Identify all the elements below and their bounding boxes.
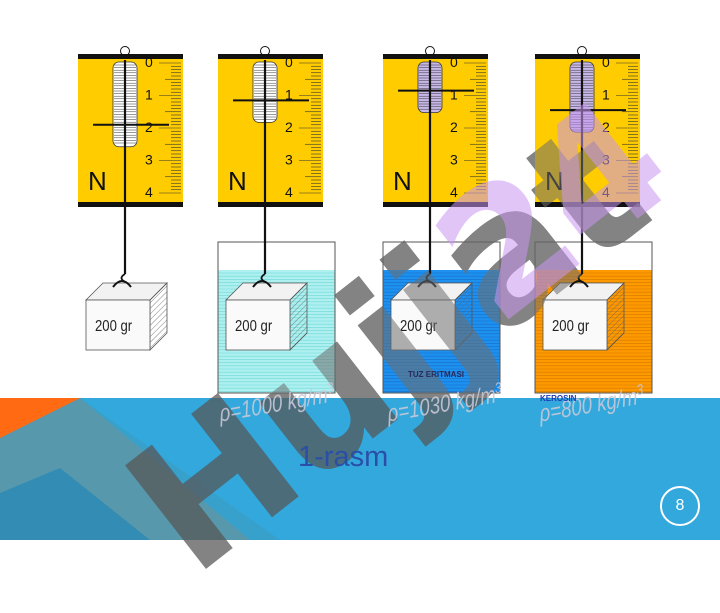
scale-top-bar [535, 54, 640, 59]
scale-unit-label: N [393, 166, 412, 196]
spring-scale: 0 1 2 3 4 N [383, 46, 488, 291]
weight-label: 200 gr [95, 318, 132, 335]
scale-tick-label: 3 [145, 152, 153, 168]
scale-tick-label: 2 [145, 119, 153, 135]
weight-block: 200 gr [85, 280, 168, 351]
scale-hook-ring [425, 46, 435, 56]
liquid-label-salt-solution: TUZ ERITMASI [408, 370, 464, 379]
weight-hook [252, 280, 272, 288]
scale-tick-label: 0 [450, 54, 458, 70]
weight-block: 200 gr [390, 280, 473, 351]
scale-top-bar [78, 54, 183, 59]
spring-scale: 0 1 2 3 4 N [535, 46, 640, 291]
scale-tick-label: 0 [602, 54, 610, 70]
scale-tick-label: 1 [602, 87, 610, 103]
weight-front [390, 299, 456, 351]
scale-bottom-bar [535, 202, 640, 207]
scale-tick-label: 4 [285, 184, 293, 200]
scale-tick-label: 3 [285, 152, 293, 168]
weight-hook [112, 280, 132, 288]
weight-block: 200 gr [225, 280, 308, 351]
scale-tick-label: 1 [145, 87, 153, 103]
weight-label: 200 gr [235, 318, 272, 335]
beaker-outline [534, 241, 653, 394]
scale-bottom-bar [218, 202, 323, 207]
weight-label: 200 gr [400, 318, 437, 335]
liquid-label-kerosene: KEROSIN [540, 394, 577, 403]
weight-block: 200 gr [542, 280, 625, 351]
scale-tick-label: 0 [145, 54, 153, 70]
weight-front [225, 299, 291, 351]
beaker-outline [217, 241, 336, 394]
weight-front [85, 299, 151, 351]
scale-tick-label: 2 [450, 119, 458, 135]
scale-tick-label: 1 [285, 87, 293, 103]
scale-tick-label: 4 [145, 184, 153, 200]
scale-tick-label: 3 [602, 152, 610, 168]
weight-hook [417, 280, 437, 288]
experiment-scene: 0 1 2 3 4 N 0 1 2 3 4 N 0 1 2 3 4 N 0 1 2 3 4 N 200 gr 200 gr 200… [78, 46, 653, 394]
beaker-outline [382, 241, 501, 394]
scale-unit-label: N [88, 166, 107, 196]
weight-front [542, 299, 608, 351]
background-band [0, 398, 720, 540]
scale-unit-label: N [228, 166, 247, 196]
scale-top-bar [218, 54, 323, 59]
spring-scale: 0 1 2 3 4 N [218, 46, 323, 291]
scale-tick-label: 2 [285, 119, 293, 135]
scale-tick-label: 0 [285, 54, 293, 70]
scale-tick-label: 4 [450, 184, 458, 200]
scale-hook-ring [120, 46, 130, 56]
scale-bottom-bar [78, 202, 183, 207]
scale-bottom-bar [383, 202, 488, 207]
scale-hook-ring [577, 46, 587, 56]
scale-tick-label: 1 [450, 87, 458, 103]
scale-top-bar [383, 54, 488, 59]
slide-number: 8 [660, 486, 700, 526]
scale-hook-ring [260, 46, 270, 56]
figure-caption: 1-rasm [298, 441, 389, 473]
dark-wedge [0, 468, 150, 540]
scale-tick-label: 4 [602, 184, 610, 200]
scale-tick-label: 2 [602, 119, 610, 135]
spring-scale: 0 1 2 3 4 N [78, 46, 183, 291]
scale-tick-label: 3 [450, 152, 458, 168]
scale-unit-label: N [545, 166, 564, 196]
weight-hook [569, 280, 589, 288]
weight-label: 200 gr [552, 318, 589, 335]
